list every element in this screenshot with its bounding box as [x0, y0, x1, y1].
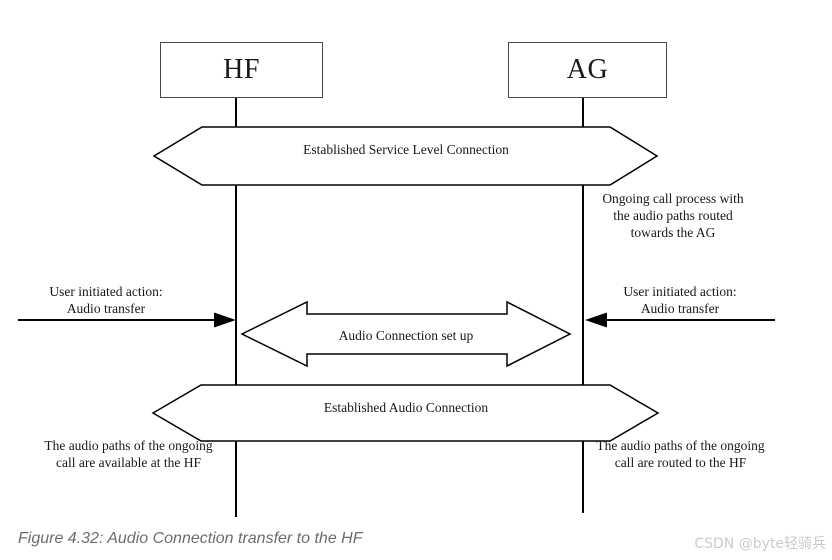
- annotation-user-action-right: User initiated action: Audio transfer: [623, 284, 737, 316]
- watermark-text: CSDN @byte轻骑兵: [694, 536, 826, 552]
- left-action-arrowhead-icon: [214, 312, 236, 328]
- audio-connection-setup-label: Audio Connection set up: [338, 328, 474, 343]
- service-level-connection-label: Established Service Level Connection: [303, 142, 509, 157]
- figure-caption: Figure 4.32: Audio Connection transfer t…: [18, 530, 363, 547]
- service-level-connection-hexagon: [152, 126, 659, 186]
- annotation-user-action-left: User initiated action: Audio transfer: [49, 284, 163, 316]
- annotation-result-left: The audio paths of the ongoing call are …: [44, 438, 213, 470]
- actor-label-hf: HF: [223, 54, 260, 85]
- double-arrow-audio-setup: [240, 300, 572, 368]
- audio-connection-established-label: Established Audio Connection: [323, 400, 489, 415]
- actor-label-ag: AG: [566, 54, 609, 85]
- actor-box-ag: AG: [508, 42, 667, 98]
- audio-connection-hexagon: [151, 384, 660, 442]
- annotation-ongoing-call: Ongoing call process with the audio path…: [602, 191, 744, 240]
- right-action-arrowhead-icon: [585, 312, 607, 328]
- annotation-result-right: The audio paths of the ongoing call are …: [596, 438, 765, 470]
- actor-box-hf: HF: [160, 42, 323, 98]
